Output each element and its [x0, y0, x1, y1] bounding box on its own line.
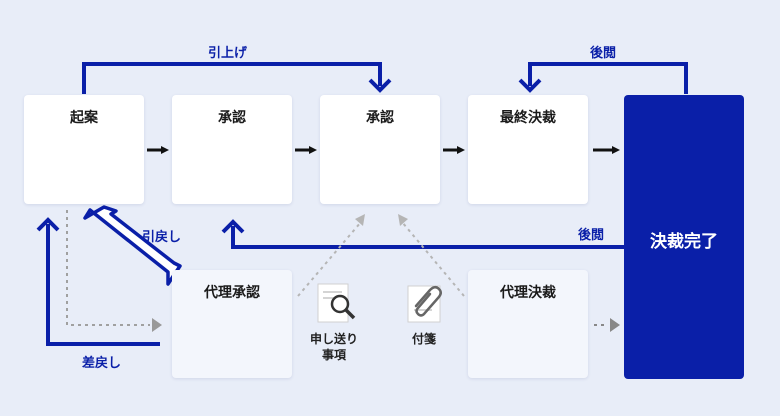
- arrow-sashimodoshi: [46, 224, 160, 346]
- card-kessai-kanryo: 決裁完了: [624, 95, 744, 379]
- card-title: 承認: [366, 110, 394, 126]
- paperclip-icon: [407, 285, 442, 323]
- dotted-dairi-to-shonin: [297, 221, 362, 297]
- label-goetsu-top: 後閲: [590, 46, 617, 61]
- label-hikimodoshi: 引戻し: [142, 230, 182, 245]
- dotted-kian-to-dairi: [66, 210, 150, 326]
- final-title: 決裁完了: [650, 232, 718, 252]
- label-sashimodoshi: 差戻し: [82, 356, 122, 371]
- card-title: 代理決裁: [500, 285, 556, 301]
- card-title: 起案: [70, 110, 98, 126]
- label-goetsu-bottom: 後閲: [578, 228, 605, 243]
- label-moushiokuri-line2: 事項: [321, 348, 346, 362]
- card-title: 代理承認: [204, 285, 260, 301]
- card-dairi-kessai: 代理決裁: [468, 270, 588, 378]
- label-moushiokuri-line1: 申し送り: [309, 332, 358, 346]
- card-shonin-2: 承認: [320, 95, 440, 204]
- arrow-hikiage: [82, 62, 382, 94]
- card-saishu-kessai: 最終決裁: [468, 95, 588, 204]
- card-dairi-shonin: 代理承認: [172, 270, 292, 378]
- dotted-kessai-to-shonin: [401, 221, 465, 297]
- label-fusen: 付箋: [411, 332, 436, 346]
- arrow-goetsu-top: [528, 62, 688, 94]
- label-hikiage: 引上げ: [208, 46, 248, 61]
- label-moushiokuri: 申し送り 事項: [306, 331, 362, 363]
- card-title: 承認: [218, 110, 246, 126]
- card-kian: 起案: [24, 95, 144, 204]
- card-shonin-1: 承認: [172, 95, 292, 204]
- arrow-goetsu-bottom: [231, 226, 624, 249]
- magnifier-document-icon: [317, 283, 356, 323]
- card-title: 最終決裁: [500, 110, 556, 126]
- arrow-hikimodoshi: [83, 205, 182, 286]
